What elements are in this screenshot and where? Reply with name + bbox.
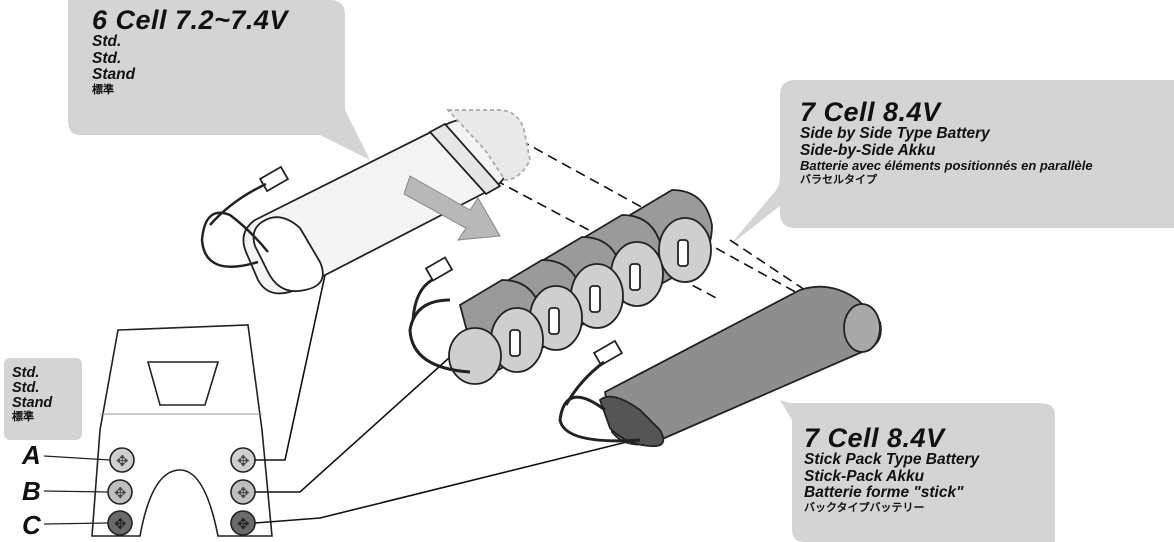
callout-7cell-side-line-1: Side by Side Type Battery <box>800 125 990 143</box>
position-label-c: C <box>22 510 41 540</box>
battery-leaders <box>254 274 656 524</box>
callout-bubble-7cell-stick <box>780 400 1055 542</box>
callout-7cell-stick-line-4: バックタイプバッテリー <box>804 502 925 515</box>
callout-6cell-title: 6 Cell 7.2~7.4V <box>92 5 288 35</box>
callout-6cell-line-4: 標準 <box>92 84 114 97</box>
battery-side-by-side <box>408 189 713 385</box>
svg-text:✥: ✥ <box>114 516 127 533</box>
callout-7cell-stick: 7 Cell 8.4V Stick Pack Type Battery Stic… <box>804 424 979 515</box>
letter-leaders <box>43 455 111 525</box>
position-label-b: B <box>22 476 41 506</box>
battery-6cell <box>200 109 531 295</box>
callout-7cell-side-line-3: Batterie avec éléments positionnés en pa… <box>800 157 1093 173</box>
callout-7cell-side-line-4: バラセルタイプ <box>800 173 877 186</box>
direction-arrow <box>403 175 501 241</box>
callout-7cell-side-line-2: Side-by-Side Akku <box>800 141 936 159</box>
callout-7cell-stick-line-3: Batterie forme "stick" <box>804 483 964 501</box>
svg-text:✥: ✥ <box>237 516 250 533</box>
svg-text:✥: ✥ <box>237 485 250 502</box>
callout-7cell-stick-line-1: Stick Pack Type Battery <box>804 451 980 469</box>
motor-mount-plate: ✥ ✥ ✥ ✥ ✥ ✥ <box>91 324 273 537</box>
callout-7cell-side-title: 7 Cell 8.4V <box>800 97 941 127</box>
callout-7cell-stick-title: 7 Cell 8.4V <box>804 423 945 453</box>
callout-7cell-side: 7 Cell 8.4V Side by Side Type Battery Si… <box>800 98 1172 186</box>
callout-6cell-line-2: Std. <box>92 49 122 67</box>
legend-line-1: Std. <box>12 365 40 381</box>
legend-line-2: Std. <box>12 380 40 397</box>
svg-text:✥: ✥ <box>114 485 127 502</box>
legend-line-4: 標準 <box>12 410 34 423</box>
callout-7cell-stick-line-2: Stick-Pack Akku <box>804 467 925 485</box>
svg-text:✥: ✥ <box>116 453 129 470</box>
battery-stick-pack <box>558 285 882 448</box>
legend: Std. Std. Stand 標準 <box>12 365 53 423</box>
callout-6cell-line-3: Stand <box>92 65 136 83</box>
callout-6cell: 6 Cell 7.2~7.4V Std. Std. Stand 標準 <box>92 6 288 97</box>
callout-bubble-7cell-side <box>730 80 1174 245</box>
legend-box <box>4 358 82 440</box>
legend-line-3: Stand <box>12 395 53 412</box>
mount-screws: ✥ ✥ ✥ ✥ ✥ ✥ <box>107 447 256 536</box>
position-label-a: A <box>22 440 41 470</box>
svg-text:✥: ✥ <box>237 453 250 470</box>
callout-bubble-6cell <box>68 0 370 160</box>
callout-6cell-line-1: Std. <box>92 33 122 51</box>
